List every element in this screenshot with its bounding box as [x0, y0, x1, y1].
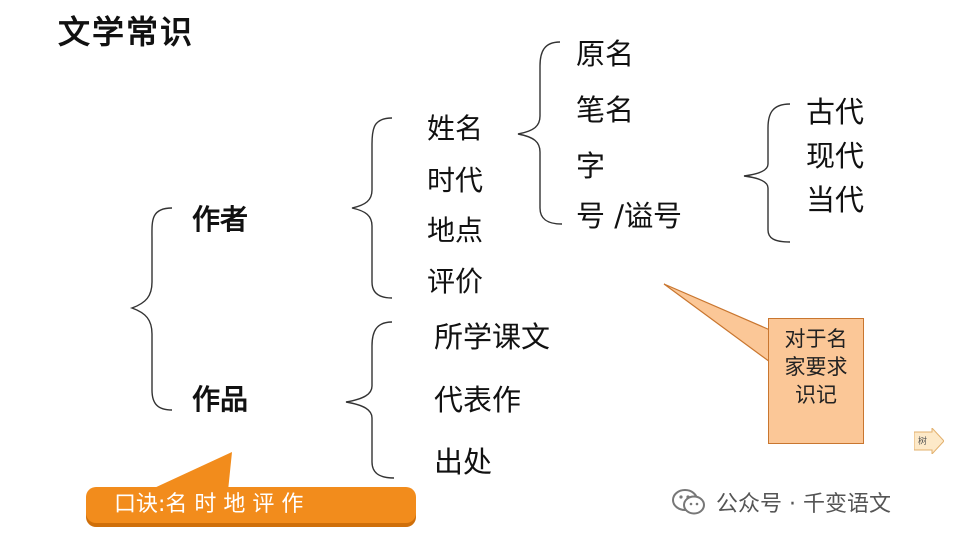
callout-line: 家要求 — [784, 355, 848, 379]
watermark-text: 公众号 · 千变语文 — [716, 492, 891, 517]
works-brace — [345, 321, 395, 479]
page-title: 文学常识 — [58, 13, 195, 51]
author-brace — [351, 117, 393, 299]
era-item-modern: 现代 — [806, 139, 865, 173]
works-item-source: 出处 — [434, 445, 493, 479]
author-item-name: 姓名 — [427, 112, 484, 145]
next-arrow-icon[interactable] — [914, 428, 944, 454]
era-item-contemporary: 当代 — [806, 183, 865, 217]
author-item-evaluation: 评价 — [427, 265, 484, 298]
name-item-title: 号 /谥号 — [576, 199, 682, 233]
callout-box: 对于名 家要求 识记 — [768, 318, 864, 444]
callout-pointer — [663, 283, 771, 364]
author-item-place: 地点 — [427, 214, 484, 247]
node-works: 作品 — [192, 383, 249, 416]
wechat-icon — [672, 489, 705, 515]
works-item-masterpiece: 代表作 — [434, 383, 522, 417]
callout-line: 对于名 — [784, 327, 848, 351]
root-brace — [129, 207, 173, 411]
era-item-ancient: 古代 — [806, 95, 865, 129]
name-item-pen: 笔名 — [576, 93, 635, 127]
author-item-era: 时代 — [427, 164, 484, 197]
watermark: 公众号 · 千变语文 — [672, 486, 891, 518]
node-author: 作者 — [192, 203, 249, 236]
callout-line: 识记 — [795, 383, 837, 407]
works-item-texts: 所学课文 — [434, 320, 551, 354]
era-brace — [743, 103, 791, 243]
mnemonic-badge: 口诀:名 时 地 评 作 — [86, 487, 416, 523]
name-brace — [517, 41, 563, 225]
next-arrow-label: 树 — [918, 437, 928, 447]
name-item-courtesy: 字 — [576, 149, 606, 183]
badge-pointer — [152, 452, 232, 491]
name-item-original: 原名 — [576, 37, 635, 71]
